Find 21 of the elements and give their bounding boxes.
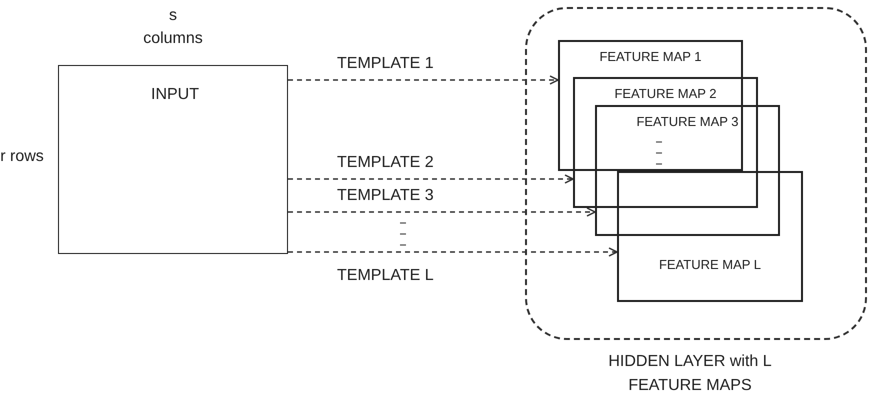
box-label: INPUT xyxy=(151,86,199,104)
feature-map-box xyxy=(558,40,743,171)
group-caption: HIDDEN LAYER with L FEATURE MAPS xyxy=(607,352,773,396)
edge-label: TEMPLATE L xyxy=(337,266,434,286)
dimension-label: s columns xyxy=(142,6,204,49)
feature-map-box xyxy=(573,77,758,208)
dashed-arrow xyxy=(288,207,596,217)
box-label: FEATURE MAP 1 xyxy=(599,49,702,66)
dimension-label: r rows xyxy=(0,147,44,167)
dashed-arrow xyxy=(288,247,618,257)
dashed-arrow xyxy=(288,174,574,184)
box-label: FEATURE MAP 3 xyxy=(636,114,739,130)
edge-label: TEMPLATE 1 xyxy=(337,54,434,74)
feature-map-box xyxy=(617,171,803,302)
edge-label: TEMPLATE 3 xyxy=(337,186,434,206)
box-label: FEATURE MAP 2 xyxy=(614,86,717,102)
dashed-arrow xyxy=(288,75,559,85)
input-box xyxy=(58,65,288,254)
box-label: FEATURE MAP L xyxy=(658,257,762,274)
edge-label: TEMPLATE 2 xyxy=(337,153,434,173)
feature-map-box xyxy=(595,105,780,236)
